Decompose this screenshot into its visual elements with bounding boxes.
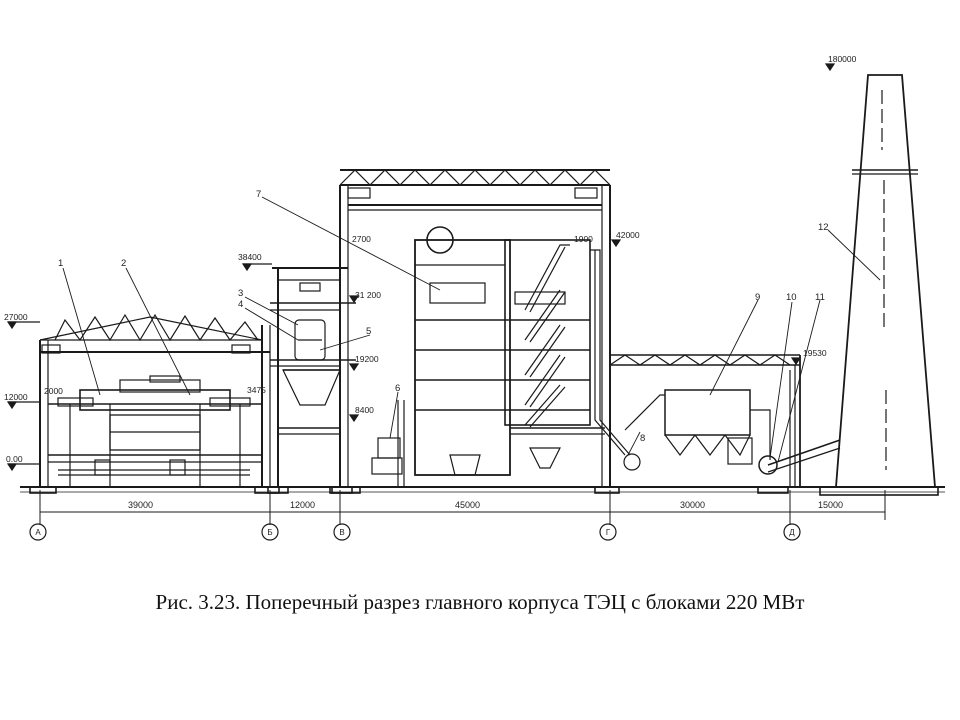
elevation-27000: 27000	[4, 312, 28, 322]
callout-10: 10	[786, 292, 797, 303]
callout-5: 5	[366, 326, 371, 337]
elevation-42000: 42000	[616, 230, 640, 240]
axis-marker-g	[599, 523, 617, 541]
axis-label-g: Г	[606, 528, 611, 537]
dimension-v-g: 45000	[455, 500, 480, 510]
elevation-19200: 19200	[355, 354, 379, 364]
elevation-38400: 38400	[238, 252, 262, 262]
dimension-b-v: 12000	[290, 500, 315, 510]
chimney	[819, 74, 939, 496]
elevation-31200: 31 200	[355, 290, 381, 300]
callout-7: 7	[256, 189, 261, 200]
dimension-a-b: 39000	[128, 500, 153, 510]
axis-label-v: В	[339, 528, 344, 537]
axis-marker-b	[261, 523, 279, 541]
figure-caption: Рис. 3.23. Поперечный разрез главного ко…	[155, 590, 805, 614]
exhaust-fan	[758, 455, 778, 475]
turbine-unit	[79, 389, 231, 411]
callout-3: 3	[238, 288, 243, 299]
axis-label-d: Д	[789, 528, 795, 537]
callout-9: 9	[755, 292, 760, 303]
axis-marker-v	[333, 523, 351, 541]
axis-marker-d	[783, 523, 801, 541]
elevation-2700: 2700	[352, 234, 371, 244]
elevation-0: 0.00	[6, 454, 23, 464]
elevation-1900: 1900	[574, 234, 593, 244]
axis-label-a: А	[35, 528, 41, 537]
elevation-3475: 3475	[247, 385, 266, 395]
callout-8: 8	[640, 433, 645, 444]
dimension-chimney: 15000	[818, 500, 843, 510]
callout-11: 11	[815, 292, 825, 303]
flue-gas-bay	[609, 354, 841, 494]
axis-label-b: Б	[267, 528, 272, 537]
elevation-8400: 8400	[355, 405, 374, 415]
dimension-line	[39, 490, 886, 525]
elevation-12000: 12000	[4, 392, 28, 402]
dimension-g-d: 30000	[680, 500, 705, 510]
callout-6: 6	[395, 383, 400, 394]
staircase	[524, 244, 570, 311]
callout-2: 2	[121, 258, 126, 269]
elevation-19530: 19530	[803, 348, 827, 358]
callout-4: 4	[238, 299, 243, 310]
axis-marker-a	[29, 523, 47, 541]
boiler-house	[329, 169, 631, 494]
callout-12: 12	[818, 222, 829, 233]
boiler-body	[414, 239, 511, 476]
callout-1: 1	[58, 258, 63, 269]
turbine-hall	[29, 313, 280, 494]
bunker-hopper	[282, 369, 341, 406]
elevation-180000: 180000	[828, 54, 857, 64]
elevation-2000: 2000	[44, 386, 63, 396]
precipitator	[664, 389, 751, 436]
deaerator-bay	[267, 267, 356, 494]
